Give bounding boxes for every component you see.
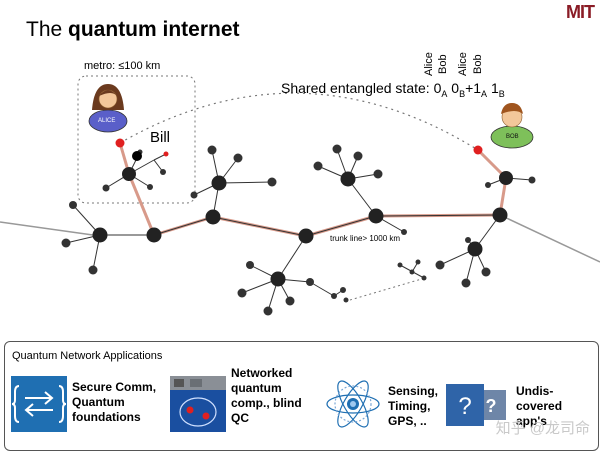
metro-label: metro: ≤100 km bbox=[84, 60, 161, 72]
app-label-secure-comm: Secure Comm, Quantum foundations bbox=[72, 380, 157, 424]
page-title: The quantum internet bbox=[26, 18, 240, 42]
fiber-right bbox=[499, 214, 600, 263]
vertical-label-alice-2: Alice bbox=[457, 52, 469, 76]
bob-avatar bbox=[490, 103, 534, 149]
node bbox=[298, 228, 314, 244]
svg-text:?: ? bbox=[486, 396, 497, 416]
dotted-link bbox=[349, 277, 426, 301]
app-label-networked-qc: Networked quantum comp., blind QC bbox=[231, 366, 302, 425]
node bbox=[368, 208, 384, 224]
alice-badge: ALICE bbox=[98, 118, 116, 124]
panel-title: Quantum Network Applications bbox=[12, 350, 163, 362]
node bbox=[499, 171, 513, 185]
trunk-links bbox=[118, 142, 508, 238]
network-diagram bbox=[0, 75, 600, 316]
atom-icon bbox=[323, 374, 383, 434]
entanglement-arc bbox=[119, 92, 479, 151]
bill-label: Bill bbox=[150, 129, 171, 146]
quantum-computer-icon bbox=[170, 376, 226, 432]
title-bold: quantum internet bbox=[68, 18, 240, 41]
title-plain: The bbox=[26, 18, 69, 41]
question-icon: ? ? bbox=[446, 384, 510, 434]
app-label-sensing: Sensing, Timing, GPS, .. bbox=[388, 384, 439, 428]
node bbox=[92, 227, 108, 243]
node bbox=[270, 271, 286, 287]
vertical-label-alice-1: Alice bbox=[423, 52, 435, 76]
entangled-state: Shared entangled state: 0A 0B+1A 1B bbox=[281, 80, 505, 99]
red-dot-small bbox=[163, 151, 169, 157]
node bbox=[211, 175, 227, 191]
alice-avatar bbox=[88, 84, 128, 133]
bob-badge: BOB bbox=[506, 134, 519, 140]
node bbox=[146, 227, 162, 243]
vertical-label-bob-1: Bob bbox=[437, 54, 449, 74]
state-term-4: 1B bbox=[490, 80, 505, 99]
leaf-nodes bbox=[61, 144, 536, 316]
node bbox=[467, 241, 483, 257]
network-nodes bbox=[92, 167, 513, 287]
node bbox=[492, 207, 508, 223]
fiber-left bbox=[0, 221, 101, 237]
watermark: 知乎 @龙司命 bbox=[495, 420, 590, 437]
state-term-3: +1A bbox=[465, 80, 488, 99]
trunk-label: trunk line> 1000 km bbox=[330, 234, 401, 243]
app-label-undiscovered: Undis- covered app's bbox=[516, 384, 563, 428]
state-term-2: 0B bbox=[451, 80, 466, 99]
bob-endpoint bbox=[473, 145, 483, 155]
node bbox=[122, 167, 136, 181]
svg-text:?: ? bbox=[458, 393, 471, 420]
mit-logo: MIT bbox=[566, 2, 595, 22]
vertical-label-bob-2: Bob bbox=[472, 54, 484, 74]
alice-endpoint bbox=[115, 138, 125, 148]
node bbox=[205, 209, 221, 225]
metro-box bbox=[77, 75, 196, 204]
trunk-core bbox=[153, 214, 501, 237]
arrows-icon bbox=[11, 376, 67, 432]
state-term-1: 0A bbox=[433, 80, 448, 99]
state-prefix: Shared entangled state: bbox=[281, 80, 434, 96]
node bbox=[340, 171, 356, 187]
bill-node bbox=[132, 151, 142, 161]
